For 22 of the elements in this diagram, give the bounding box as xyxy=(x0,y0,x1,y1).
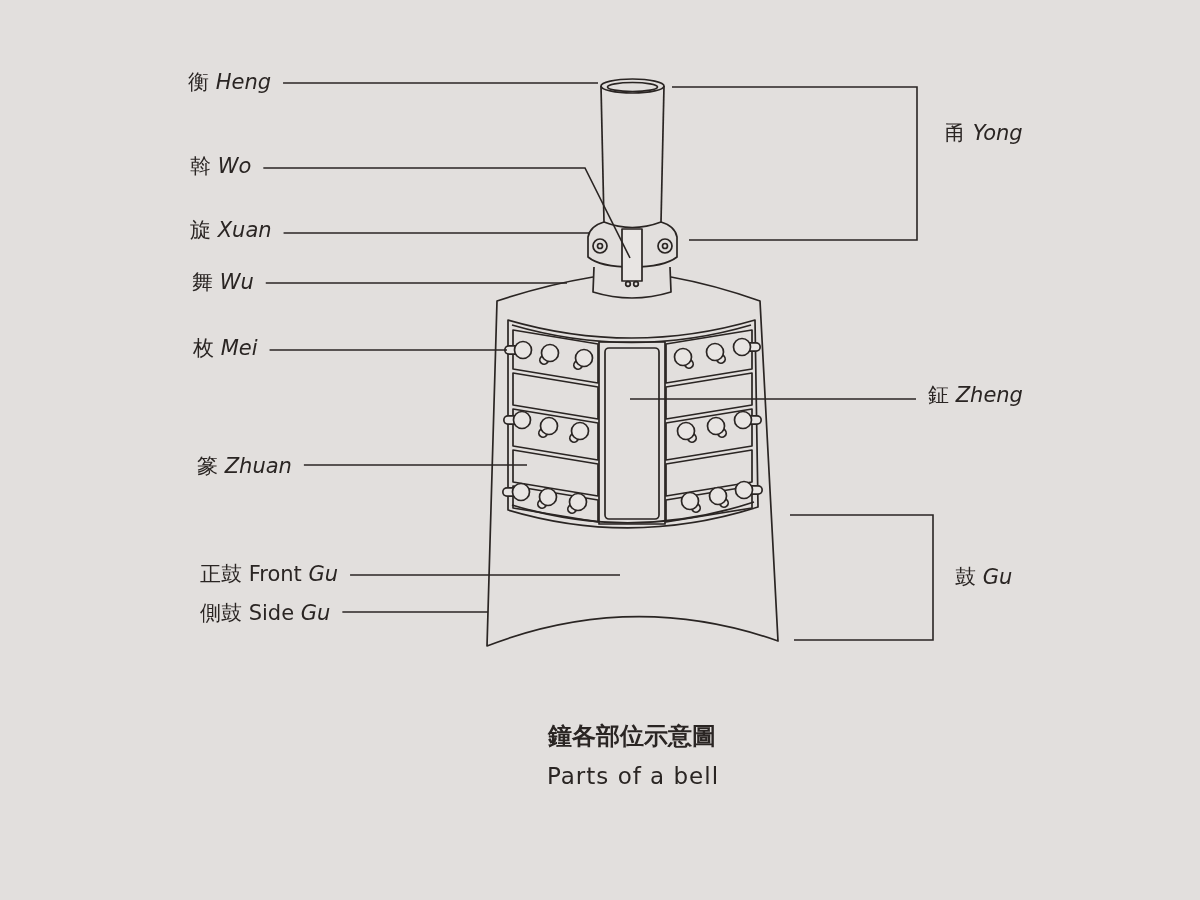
leader-line xyxy=(349,574,621,576)
leader-line xyxy=(262,167,631,259)
part-label: 衡 Heng xyxy=(188,69,272,95)
leader-line xyxy=(282,82,599,84)
part-label: 鼓 Gu xyxy=(955,564,1013,590)
part-label: 斡 Wo xyxy=(190,153,252,179)
part-label: 甬 Yong xyxy=(945,120,1023,146)
leader-line xyxy=(341,611,489,613)
part-label: 正鼓 Front Gu xyxy=(200,561,339,587)
part-label: 舞 Wu xyxy=(192,269,254,295)
part-label: 篆 Zhuan xyxy=(197,453,292,479)
part-label: 旋 Xuan xyxy=(190,217,272,243)
part-label: 枚 Mei xyxy=(193,335,258,361)
diagram-title: 鐘各部位示意圖 xyxy=(548,721,716,752)
part-label: 側鼓 Side Gu xyxy=(200,600,331,626)
leader-line xyxy=(268,349,508,351)
leader-line xyxy=(629,398,917,400)
leader-line xyxy=(303,464,528,466)
leader-line xyxy=(282,232,591,234)
part-label: 鉦 Zheng xyxy=(928,382,1023,408)
diagram-caption: Parts of a bell xyxy=(546,763,720,789)
leader-line xyxy=(264,282,568,284)
